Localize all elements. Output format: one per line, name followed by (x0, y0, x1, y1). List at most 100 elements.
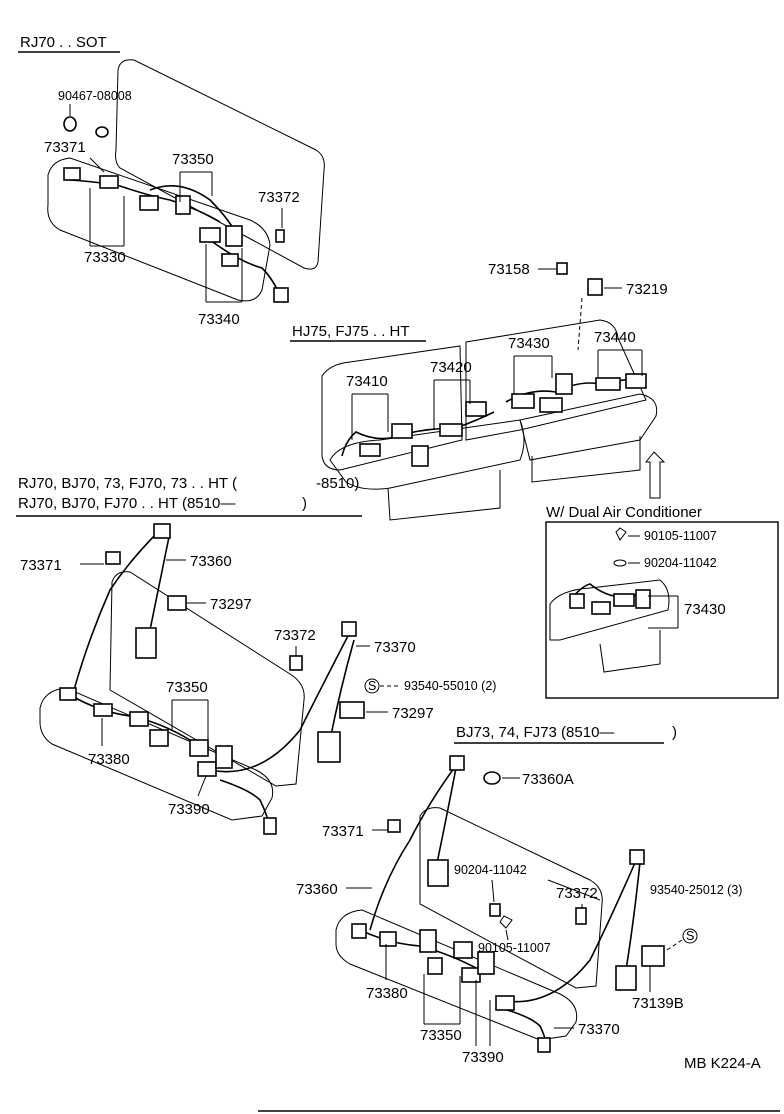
seat-cushion-shape (519, 393, 658, 461)
leader-line (547, 879, 601, 901)
buckle-part (613, 593, 635, 607)
belt-strap (69, 179, 221, 223)
label-73297: 73297 (210, 596, 252, 613)
clip-part (556, 262, 568, 275)
anchor-part (449, 755, 465, 771)
label-73390: 73390 (168, 801, 210, 818)
buckle-part (511, 393, 535, 409)
clip-part (339, 701, 365, 719)
label-73219: 73219 (626, 281, 668, 298)
buckle-part (225, 225, 243, 247)
leader-line (577, 297, 583, 351)
label-93540-25012: 93540-25012 (3) (650, 883, 742, 897)
belt-strap (625, 861, 641, 971)
label-73370: 73370 (578, 1021, 620, 1038)
label-73139B: 73139B (632, 995, 684, 1012)
label-90105-11007: 90105-11007 (478, 941, 551, 955)
buckle-part (439, 423, 463, 437)
s-mark: S (686, 929, 694, 943)
buckle-part (189, 739, 209, 757)
leader-line (475, 980, 491, 1046)
label-73420: 73420 (430, 359, 472, 376)
buckle-part (539, 397, 563, 413)
section-dual-ac: W/ Dual Air Conditioner 90105-11007 9020… (545, 504, 779, 699)
label-90105-11007: 90105-11007 (644, 529, 717, 543)
label-73158: 73158 (488, 261, 530, 278)
buckle-part (215, 745, 233, 769)
leader-line (663, 939, 683, 953)
buckle-part (635, 589, 651, 609)
clip-part (587, 278, 603, 296)
belt-strap (435, 767, 457, 869)
belt-strap (209, 631, 351, 773)
label-73371: 73371 (20, 557, 62, 574)
buckle-part (555, 373, 573, 395)
header-bj73-end: ) (672, 724, 677, 741)
leader-bracket (351, 393, 389, 440)
label-73360A: 73360A (522, 771, 574, 788)
header-bj73: BJ73, 74, FJ73 (8510— (456, 724, 614, 741)
label-73372: 73372 (274, 627, 316, 644)
bolt-part (63, 116, 77, 132)
leader-line (491, 879, 495, 903)
buckle-part (391, 423, 413, 439)
label-73372: 73372 (258, 189, 300, 206)
buckle-part (139, 195, 159, 211)
clip-part (105, 551, 121, 565)
leader-bracket (423, 974, 461, 1025)
buckle-part (569, 593, 585, 609)
buckle-part (59, 687, 77, 701)
label-73360: 73360 (296, 881, 338, 898)
belt-strap (73, 529, 161, 691)
label-73410: 73410 (346, 373, 388, 390)
label-73330: 73330 (84, 249, 126, 266)
label-90467-08008: 90467-08008 (58, 89, 132, 103)
buckle-part (495, 995, 515, 1011)
inset-box (545, 521, 779, 699)
retractor-part (135, 627, 157, 659)
seat-back-shape (109, 571, 305, 787)
retractor-part (317, 731, 341, 763)
section-hj75-fj75: 73158 73219 HJ75, FJ75 . . HT 73410 7342… (290, 261, 668, 521)
seat-back-shape (115, 59, 325, 270)
label-73372: 73372 (556, 885, 598, 902)
section-rj70-sot: RJ70 . . SOT 90467-08008 73371 73350 733… (18, 34, 325, 328)
label-73350: 73350 (166, 679, 208, 696)
seat-cushion-shape (39, 687, 274, 821)
label-73371: 73371 (44, 139, 86, 156)
buckle-part (453, 941, 473, 959)
buckle-part (461, 967, 481, 983)
header-rj70-ht-line1-end: -8510) (316, 475, 359, 492)
label-73350: 73350 (420, 1027, 462, 1044)
label-73360: 73360 (190, 553, 232, 570)
belt-strap (329, 639, 355, 741)
leader-bracket (648, 595, 679, 629)
buckle-part (199, 227, 221, 243)
seat-cushion-shape (335, 909, 578, 1041)
seat-leg (531, 436, 641, 483)
buckle-part (411, 445, 429, 467)
bolt-part (575, 907, 587, 925)
bolt-part (275, 229, 285, 243)
label-73350: 73350 (172, 151, 214, 168)
s-mark: S (368, 679, 376, 693)
buckle-part (351, 923, 367, 939)
anchor-part (341, 621, 357, 637)
buckle-part (221, 253, 239, 267)
anchor-part (153, 523, 171, 539)
leader-bracket (89, 188, 125, 247)
label-73380: 73380 (366, 985, 408, 1002)
buckle-part (273, 287, 289, 303)
leader-line (197, 775, 207, 797)
belt-strap (219, 779, 271, 831)
buckle-part (129, 711, 149, 727)
buckle-part (99, 175, 119, 189)
belt-strap (209, 239, 283, 301)
belt-strap (149, 531, 171, 631)
seat-leg (599, 630, 661, 673)
retractor-part (427, 859, 449, 887)
buckle-part (427, 957, 443, 975)
header-rj70-ht-line2-end: ) (302, 495, 307, 512)
buckle-part (359, 443, 381, 457)
